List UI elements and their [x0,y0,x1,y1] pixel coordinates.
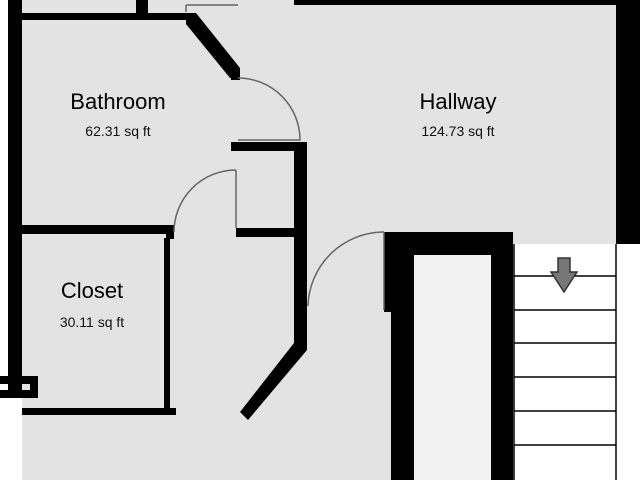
room-name-hallway: Hallway [419,89,496,114]
room-bathroom: Bathroom 62.31 sq ft [70,89,165,139]
room-area-closet: 30.11 sq ft [60,314,124,330]
walls [0,0,640,420]
shaft [391,232,513,480]
room-name-bathroom: Bathroom [70,89,165,114]
doors [173,4,385,310]
room-area-hallway: 124.73 sq ft [421,123,494,139]
arrow-down-icon [549,257,579,294]
room-hallway: Hallway 124.73 sq ft [419,89,496,139]
room-closet: Closet 30.11 sq ft [60,278,124,330]
top-door [185,4,238,12]
room-name-closet: Closet [61,278,123,303]
closet-door [173,169,237,233]
hallway-door [307,231,385,310]
bathroom-door [237,77,301,141]
staircase [513,244,640,480]
room-area-bathroom: 62.31 sq ft [85,123,150,139]
